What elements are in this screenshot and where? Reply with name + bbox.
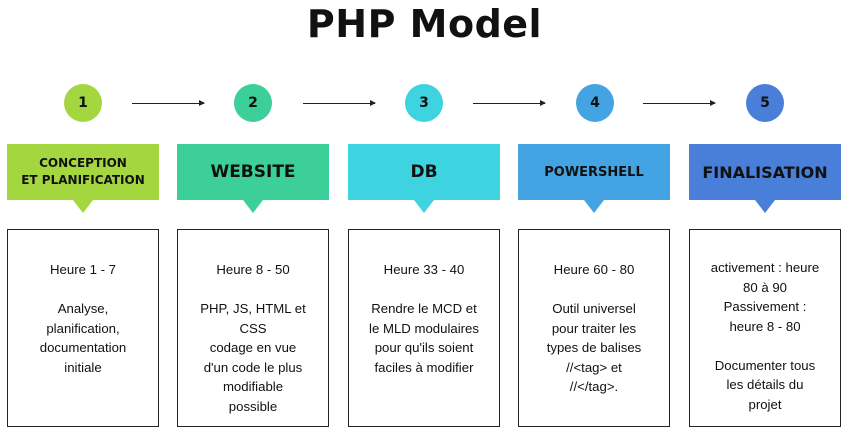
step-2-number: 2 (234, 84, 272, 122)
step-3-number: 3 (405, 84, 443, 122)
arrow-3-to-4 (473, 100, 546, 106)
step-5-label: FINALISATION (689, 144, 841, 213)
step-1-description: Heure 1 - 7 Analyse, planification, docu… (7, 229, 159, 427)
page-title: PHP Model (306, 2, 543, 46)
step-4-number: 4 (576, 84, 614, 122)
step-5-description: activement : heure 80 à 90 Passivement :… (689, 229, 841, 427)
step-5-number: 5 (746, 84, 784, 122)
step-4-description: Heure 60 - 80 Outil universel pour trait… (518, 229, 670, 427)
step-3-label: DB (348, 144, 500, 213)
step-3-description: Heure 33 - 40 Rendre le MCD et le MLD mo… (348, 229, 500, 427)
step-1-label: CONCEPTION ET PLANIFICATION (7, 144, 159, 213)
step-2-description: Heure 8 - 50 PHP, JS, HTML et CSS codage… (177, 229, 329, 427)
step-1-number: 1 (64, 84, 102, 122)
step-4-label: POWERSHELL (518, 144, 670, 213)
arrow-4-to-5 (643, 100, 716, 106)
step-2-label: WEBSITE (177, 144, 329, 213)
arrow-1-to-2 (132, 100, 205, 106)
arrow-2-to-3 (303, 100, 376, 106)
